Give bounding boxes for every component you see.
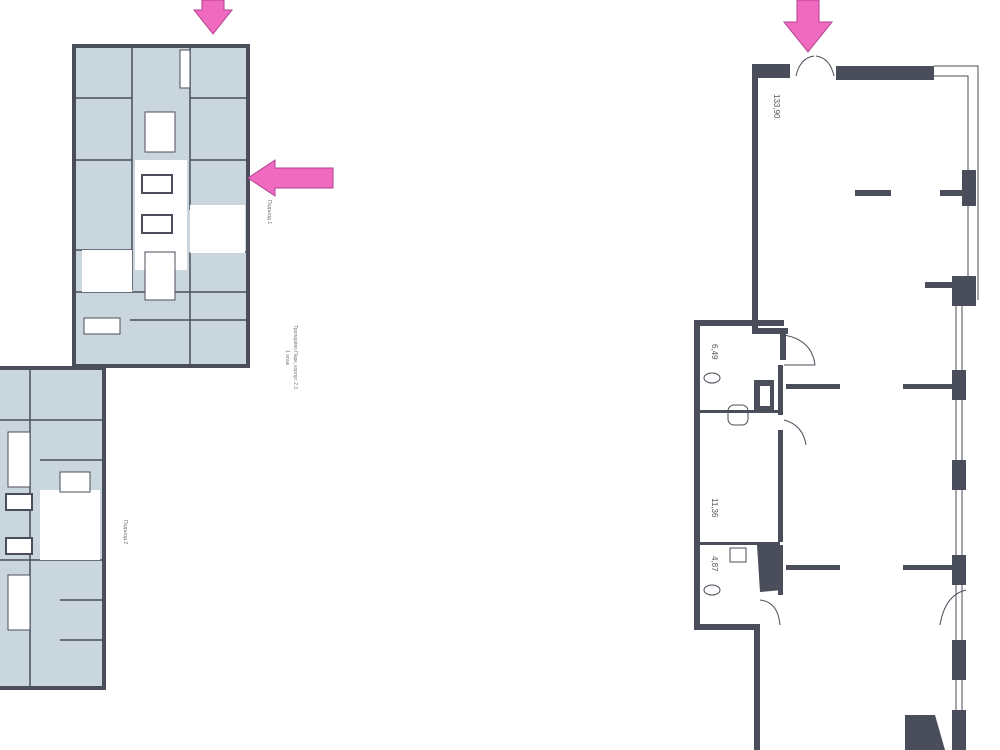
building-overview-block-1 [72,44,250,368]
plan-caption: Тропарёво Парк, корпус 2.3 [292,325,298,390]
entrance-arrow-unit-top [782,0,834,53]
building-overview-block-2 [0,366,106,690]
room-area-storage: 11,36 [710,498,719,518]
entrance-arrow-overview-side [247,159,334,197]
entrance-arrow-overview-top [192,0,234,35]
entrance-label-2: Подъезд 2 [122,520,128,545]
unit-plan [694,55,979,750]
room-area-bathroom-2: 4,87 [710,556,719,572]
floor-caption: 1 этаж [284,350,290,365]
room-area-main-hall: 133,90 [772,94,781,119]
room-area-bathroom-1: 6,49 [710,344,719,360]
entrance-label-1: Подъезд 1 [266,200,272,225]
